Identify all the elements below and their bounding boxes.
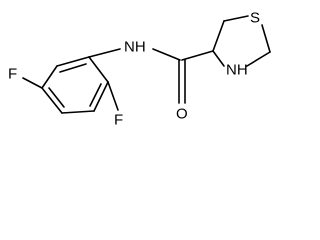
bond-c-amide-nitrogen [88,48,121,58]
thiazolidine-bond-5 [212,50,225,67]
atom-amide-oxygen: O [176,106,188,123]
ring-bond-2 [88,56,109,83]
atom-amide-nitrogen: NH [124,39,146,56]
benzene-ring [41,56,109,114]
bond-nitrogen-carbonyl [152,48,181,61]
ring-bond-6 [41,65,58,89]
atom-ring-nitrogen: NH [226,62,248,79]
bond-carbonyl-ring [181,50,214,61]
thiazolidine-bond-4 [246,51,271,67]
thiazolidine-ring [212,15,271,67]
ring-double-bond-1 [59,63,87,73]
ring-double-bond-2 [89,83,102,107]
bond-c-fluorine-top [22,77,43,89]
ring-double-bond-3 [48,87,65,108]
ring-bond-5 [41,87,63,114]
molecule-structure: F F NH O S NH [8,10,271,129]
atom-fluorine-top: F [8,66,17,83]
bond-c-fluorine-bottom [107,81,119,111]
thiazolidine-bond-3 [261,24,271,53]
thiazolidine-bond-1 [212,20,225,52]
thiazolidine-bond-2 [223,15,249,22]
atom-fluorine-bottom: F [114,112,123,129]
ring-bond-4 [61,110,95,114]
ring-bond-3 [93,81,109,112]
atom-ring-sulfur: S [250,10,260,27]
ring-bond-1 [56,56,90,67]
